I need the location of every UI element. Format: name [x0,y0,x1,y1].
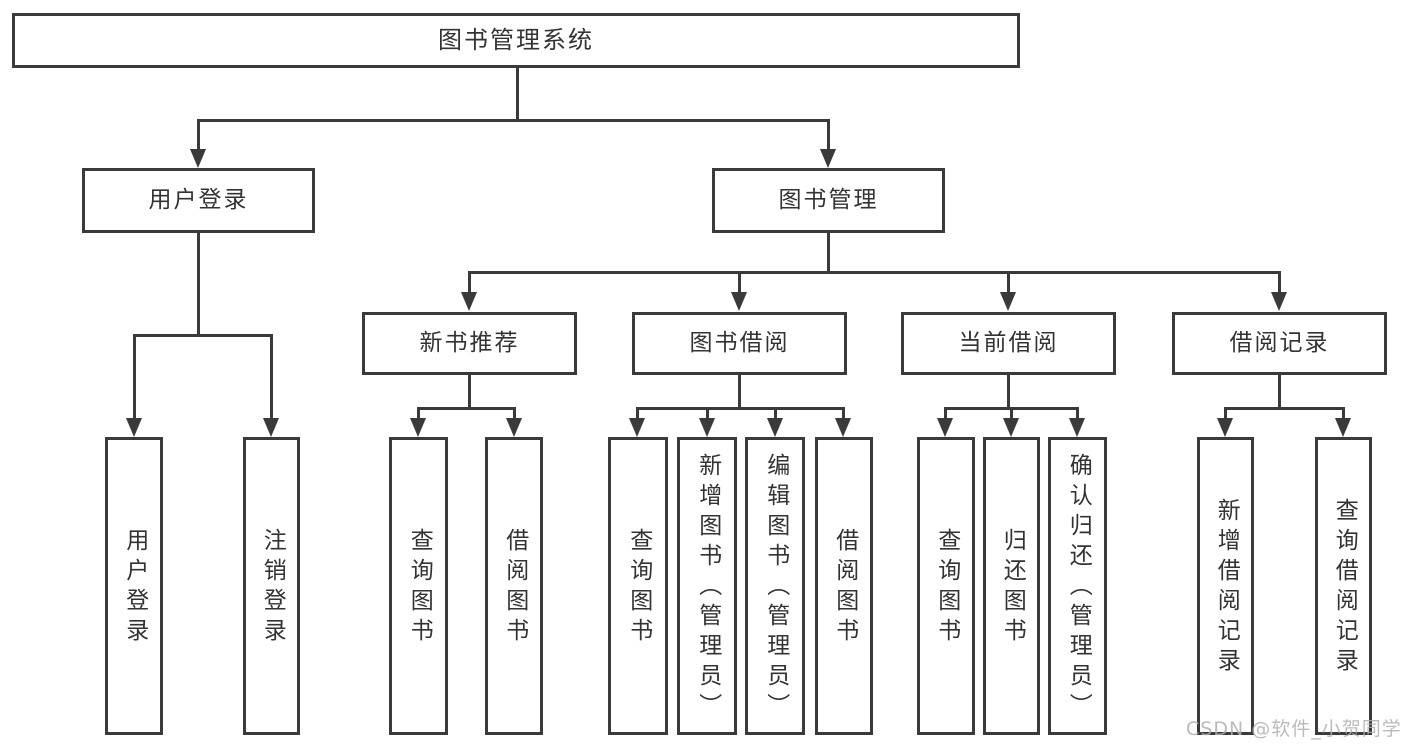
connector-vertical-line [197,119,200,153]
node-borrowing-records: 借阅记录 [1172,312,1387,375]
connector-vertical-line [1342,407,1345,422]
arrowhead-down-icon [1003,418,1019,437]
connector-vertical-line [516,68,519,121]
leaf-return-books: 归还图书 [983,437,1040,735]
connector-vertical-line [738,375,741,409]
connector-horizontal-line [468,271,1281,274]
arrowhead-down-icon [699,418,715,437]
connector-horizontal-line [636,407,844,410]
node-new-book-recommend: 新书推荐 [362,312,577,375]
node-book-borrowing: 图书借阅 [632,312,847,375]
arrowhead-down-icon [629,418,645,437]
connector-vertical-line [827,233,830,274]
connector-vertical-line [636,407,639,422]
node-user-login: 用户登录 [82,168,315,233]
connector-vertical-line [1076,407,1079,422]
connector-vertical-line [468,271,471,295]
connector-vertical-line [827,119,830,153]
arrowhead-down-icon [1335,418,1351,437]
connector-vertical-line [1010,407,1013,422]
connector-horizontal-line [197,119,830,122]
connector-vertical-line [270,334,273,422]
node-book-management: 图书管理 [712,168,945,233]
connector-vertical-line [1007,271,1010,295]
leaf-add-borrow-record: 新增借阅记录 [1197,437,1254,735]
arrowhead-down-icon [835,418,851,437]
node-library-system: 图书管理系统 [12,13,1020,68]
leaf-confirm-return-admin: 确认归还（管理员） [1048,437,1107,735]
connector-vertical-line [513,407,516,422]
connector-vertical-line [1007,375,1010,409]
arrowhead-down-icon [820,149,836,168]
arrowhead-down-icon [731,292,747,311]
leaf-query-borrow-record: 查询借阅记录 [1315,437,1372,735]
connector-vertical-line [774,407,777,422]
connector-vertical-line [944,407,947,422]
arrowhead-down-icon [1069,418,1085,437]
arrowhead-down-icon [263,418,279,437]
arrowhead-down-icon [461,292,477,311]
leaf-borrow-books-recommend: 借阅图书 [485,437,543,735]
leaf-query-books-borrow: 查询图书 [608,437,668,735]
arrowhead-down-icon [506,418,522,437]
connector-horizontal-line [1224,407,1344,410]
arrowhead-down-icon [937,418,953,437]
arrowhead-down-icon [410,418,426,437]
leaf-borrow-books: 借阅图书 [815,437,873,735]
connector-vertical-line [706,407,709,422]
arrowhead-down-icon [126,418,142,437]
leaf-query-books-current: 查询图书 [917,437,975,735]
leaf-edit-books-admin: 编辑图书（管理员） [745,437,805,735]
node-current-borrowing: 当前借阅 [901,312,1116,375]
connector-vertical-line [1278,375,1281,409]
arrowhead-down-icon [1000,292,1016,311]
connector-vertical-line [842,407,845,422]
leaf-logout: 注销登录 [243,437,300,735]
connector-vertical-line [133,334,136,422]
connector-vertical-line [1278,271,1281,295]
connector-vertical-line [417,407,420,422]
watermark: CSDN @软件_小贺同学 [1186,718,1402,740]
arrowhead-down-icon [1217,418,1233,437]
arrowhead-down-icon [190,149,206,168]
connector-horizontal-line [417,407,516,410]
leaf-add-books-admin: 新增图书（管理员） [677,437,737,735]
arrowhead-down-icon [1271,292,1287,311]
arrowhead-down-icon [767,418,783,437]
leaf-user-login: 用户登录 [105,437,163,735]
connector-vertical-line [468,375,471,409]
connector-vertical-line [197,233,200,337]
leaf-query-books-recommend: 查询图书 [389,437,448,735]
connector-horizontal-line [133,334,273,337]
connector-vertical-line [1224,407,1227,422]
connector-vertical-line [738,271,741,295]
